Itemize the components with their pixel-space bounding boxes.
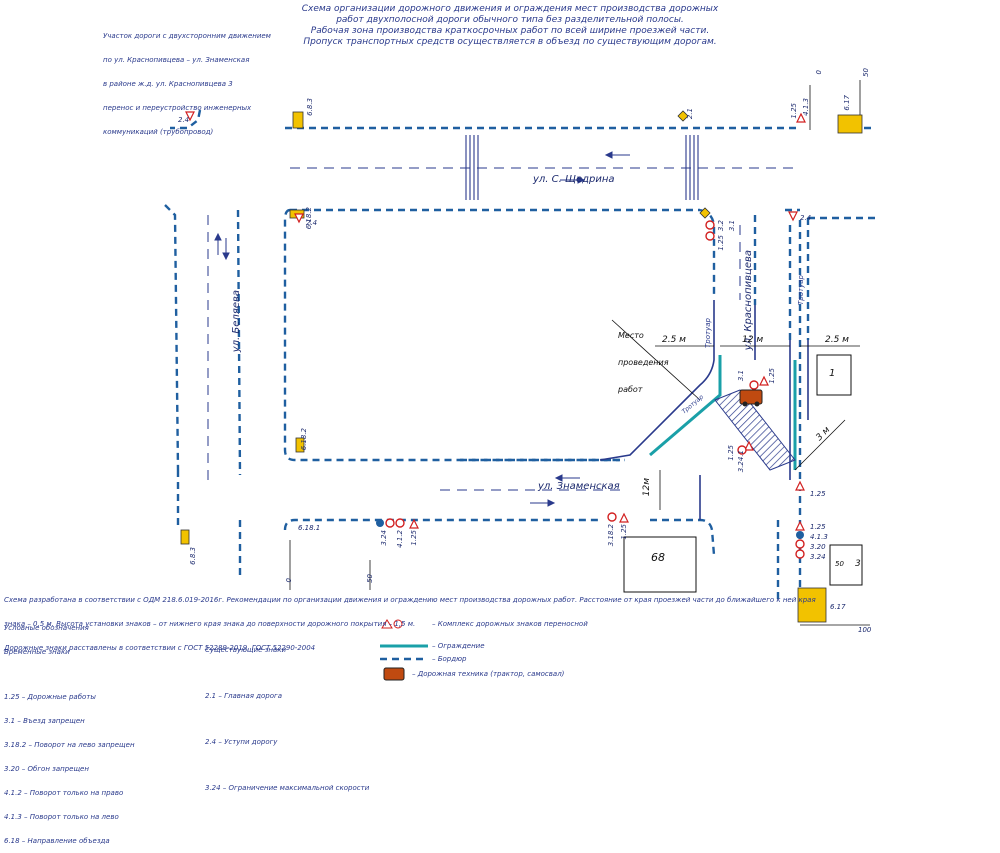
building-68: 68 <box>651 551 665 564</box>
sign-324-bot: 3.24 <box>380 530 388 546</box>
sign-683-top: 6.8.3 <box>306 98 314 116</box>
sign-413-right: 4.1.3 <box>810 533 828 541</box>
sign-32-a: 3.2 <box>717 220 725 232</box>
sign-412-bot: 4.1.2 <box>396 530 404 548</box>
main-road-signs <box>677 110 711 219</box>
dim-center: 12 м <box>742 335 764 345</box>
building-3: 3 <box>855 559 861 569</box>
sign-320-right: 3.20 <box>810 543 826 551</box>
legend-symbol-3: – Бордюр <box>432 655 467 663</box>
street-znamenskaya: ул. Знаменская <box>538 481 620 492</box>
fence-lines <box>649 355 797 470</box>
legend-existing-3: 3.24 – Ограничение максимальной скорости <box>205 784 370 792</box>
sign-683-bottom: 6.8.3 <box>189 547 197 565</box>
legend-temp-2: 3.1 – Въезд запрещен <box>4 717 85 725</box>
header-title: Схема организации дорожного движения и о… <box>290 4 730 48</box>
note-line-5: коммуникаций (трубопровод) <box>103 128 214 136</box>
note-line-1: Участок дороги с двухсторонним движением <box>103 32 271 40</box>
note-line-4: перенос и переустройство инженерных <box>103 104 252 112</box>
header-line-3: Рабочая зона производства краткосрочных … <box>310 26 710 36</box>
machinery <box>739 389 763 407</box>
sign-125-bot: 1.25 <box>410 530 418 546</box>
sign-24-mid: 2.4 <box>306 219 318 227</box>
mark-100: 100 <box>858 626 872 634</box>
work-site-line-1: Место <box>618 331 644 340</box>
street-shchedrina: ул. С. Щедрина <box>533 174 615 185</box>
header-line-4: Пропуск транспортных средств осуществляе… <box>303 37 717 47</box>
legend-existing-2: 2.4 – Уступи дорогу <box>205 738 278 746</box>
note-line-3: в районе ж.д. ул. Краснопивцева 3 <box>103 80 233 88</box>
legend-temp-5: 4.1.2 – Поворот только на право <box>4 789 124 797</box>
sign-24-right: 2.4 <box>800 214 812 222</box>
sign-125-work: 1.25 <box>768 368 776 384</box>
legend-temp-4: 3.20 – Обгон запрещен <box>4 765 89 773</box>
header-line-2: работ двухполосной дороги обычного типа … <box>336 15 684 25</box>
road-diagram <box>164 80 875 681</box>
footer-line-3: Дорожные знаки расставлены в соответстви… <box>4 644 316 652</box>
dim-12m: 12м <box>642 478 652 497</box>
work-site-line-2: проведения <box>618 358 669 367</box>
work-site-label: Место проведения работ <box>618 313 669 403</box>
sign-413-top-right: 4.1.3 <box>802 98 810 116</box>
mark-0-top: 0 <box>815 70 823 75</box>
sign-3241: 3.24.1 <box>737 450 745 473</box>
legend-existing-1: 2.1 – Главная дорога <box>205 692 282 700</box>
note-line-2: по ул. Краснопивцева – ул. Знаменская <box>103 56 250 64</box>
legend-symbol-1: – Комплекс дорожных знаков переносной <box>432 620 588 628</box>
sign-125-bot2: 1.25 <box>620 524 628 540</box>
direction-arrows <box>214 151 630 507</box>
sign-21-top: 2.1 <box>686 108 694 120</box>
round-signs <box>385 220 805 559</box>
mark-50-top: 50 <box>862 68 870 77</box>
warning-triangles <box>409 112 806 531</box>
sidewalk-label-1: Тротуар <box>704 318 712 348</box>
sign-125-top-right: 1.25 <box>790 103 798 119</box>
dim-left: 2.5 м <box>662 335 686 345</box>
legend-symbol-2: – Ограждение <box>432 642 485 650</box>
scheme-sheet: Схема организации дорожного движения и о… <box>4 4 875 845</box>
sign-324-right: 3.24 <box>810 553 826 561</box>
sign-3182-bot: 3.18.2 <box>607 524 615 547</box>
legend-temp-1: 1.25 – Дорожные работы <box>4 693 96 701</box>
legend-existing-title: Существующие знаки <box>205 646 287 654</box>
legend-symbols <box>380 619 428 681</box>
legend-title-2: Временные знаки <box>4 648 70 656</box>
building-50: 50 <box>835 560 844 568</box>
sign-6182-left: 6.18.2 <box>300 428 308 451</box>
footer-note: Схема разработана в соответствии с ОДМ 2… <box>4 580 816 660</box>
sign-24-top-left: 2.4 <box>178 116 190 124</box>
legend-temp-7: 6.18 – Направление объезда <box>4 837 110 845</box>
sign-125-right2: 1.25 <box>810 523 826 531</box>
top-left-note: Участок дороги с двухсторонним движением… <box>103 16 271 144</box>
legend-left: Условные обозначения Временные знаки 1.2… <box>4 608 135 853</box>
sign-125-right: 1.25 <box>810 490 826 498</box>
legend-existing: Существующие знаки 2.1 – Главная дорога … <box>205 630 369 800</box>
street-belyaeva: ул. Беляева <box>231 290 242 353</box>
dim-right: 2.5 м <box>825 335 849 345</box>
sign-6181-bottom: 6.18.1 <box>298 524 321 532</box>
center-lines <box>207 167 800 491</box>
yield-signs <box>185 111 798 224</box>
work-site-line-3: работ <box>618 385 643 394</box>
sidewalk-label-2: Тротуар <box>797 275 805 305</box>
sign-617-bottom: 6.17 <box>830 603 846 611</box>
dimension-lines <box>611 319 860 510</box>
legend-symbol-4: – Дорожная техника (трактор, самосвал) <box>412 670 565 678</box>
blue-signs <box>376 519 804 539</box>
building-1: 1 <box>829 368 836 379</box>
footer-line-2: знака – 0,5 м. Высота установки знаков –… <box>4 620 416 628</box>
sign-31-work: 3.1 <box>737 370 745 382</box>
sign-31-a: 3.1 <box>728 220 736 232</box>
buildings <box>623 354 863 593</box>
header-line-1: Схема организации дорожного движения и о… <box>301 4 719 14</box>
footer-line-1: Схема разработана в соответствии с ОДМ 2… <box>4 596 816 604</box>
sign-617-top-right: 6.17 <box>843 95 851 111</box>
sign-125-work2: 1.25 <box>727 445 735 461</box>
legend-temp-3: 3.18.2 – Поворот на лево запрещен <box>4 741 135 749</box>
sign-125-b: 1.25 <box>717 235 725 251</box>
legend-title-1: Условные обозначения <box>4 624 89 632</box>
legend-temp-6: 4.1.3 – Поворот только на лево <box>4 813 119 821</box>
